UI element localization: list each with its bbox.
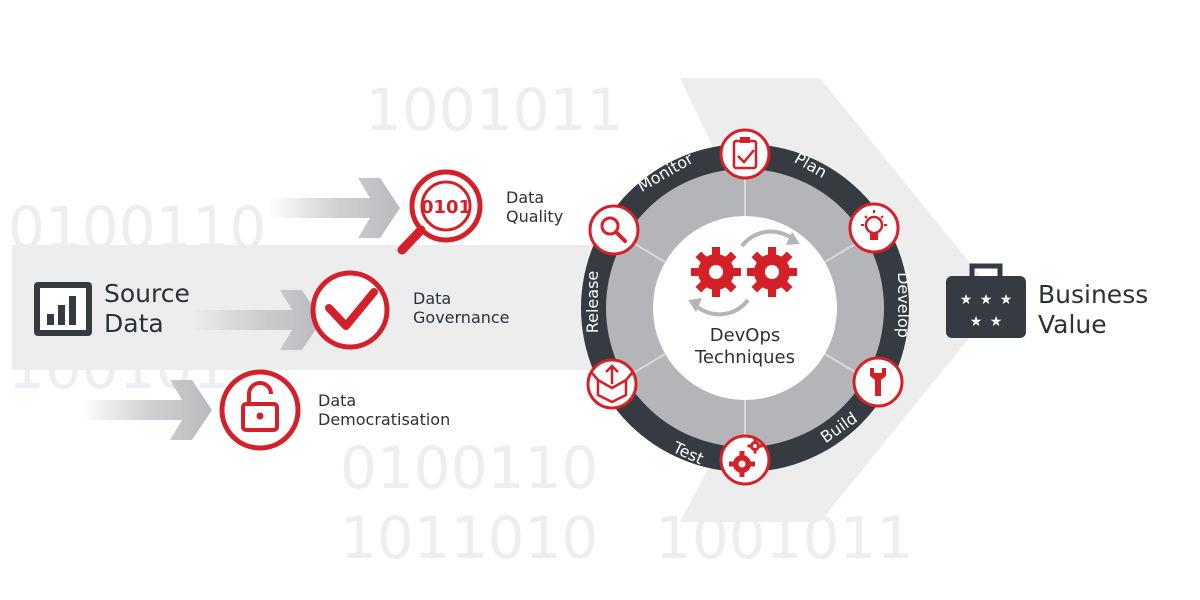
input-arrows	[80, 178, 400, 440]
devops-cycle-ring	[581, 144, 909, 472]
arrow-to-quality	[268, 178, 400, 238]
stage-label-develop: Develop	[894, 272, 913, 338]
data-governance-label: Data Governance	[413, 289, 510, 327]
wrench-icon	[852, 356, 904, 408]
source-line1: Source	[104, 279, 190, 308]
source-line2: Data	[104, 309, 164, 338]
center-line2: Techniques	[694, 346, 795, 368]
gears-icon	[688, 229, 800, 317]
output-line1: Business	[1038, 280, 1149, 309]
svg-text:★: ★	[990, 314, 1003, 330]
governance-line1: Data	[413, 289, 452, 308]
magnifier-binary-icon: 0101	[397, 169, 483, 255]
devops-techniques-label: DevOps Techniques	[665, 325, 825, 368]
arrow-to-democratisation	[80, 380, 212, 440]
output-line2: Value	[1038, 310, 1107, 339]
data-democratisation-label: Data Democratisation	[318, 391, 450, 429]
data-quality-label: Data Quality	[506, 188, 563, 226]
open-box-icon	[586, 358, 638, 410]
governance-line2: Governance	[413, 308, 510, 328]
gear-icon	[719, 434, 771, 486]
bar-chart-icon	[34, 282, 92, 336]
watermark-text: 1001011	[365, 76, 623, 144]
svg-text:★: ★	[970, 314, 983, 330]
search-icon	[588, 204, 640, 256]
center-line1: DevOps	[709, 325, 781, 346]
watermark-text: 0100110	[340, 434, 598, 502]
checkmark-icon	[310, 270, 390, 350]
svg-text:★: ★	[960, 292, 973, 308]
business-value-label: Business Value	[1038, 280, 1148, 340]
lightbulb-icon	[848, 202, 900, 254]
quality-line2: Quality	[506, 207, 564, 227]
democratisation-line1: Data	[318, 391, 357, 410]
binary-badge: 0101	[421, 197, 471, 218]
arrow-to-governance	[190, 290, 322, 350]
quality-line1: Data	[506, 188, 545, 207]
stage-label-release: Release	[583, 271, 602, 334]
democratisation-line2: Democratisation	[318, 410, 451, 430]
svg-text:★: ★	[980, 292, 993, 308]
clipboard-check-icon	[719, 128, 771, 180]
watermark-text: 1011010	[340, 504, 598, 572]
svg-text:★: ★	[1000, 292, 1013, 308]
padlock-icon	[219, 369, 301, 451]
source-data-label: Source Data	[104, 279, 190, 339]
briefcase-stars-icon: ★ ★ ★ ★ ★	[946, 263, 1026, 338]
